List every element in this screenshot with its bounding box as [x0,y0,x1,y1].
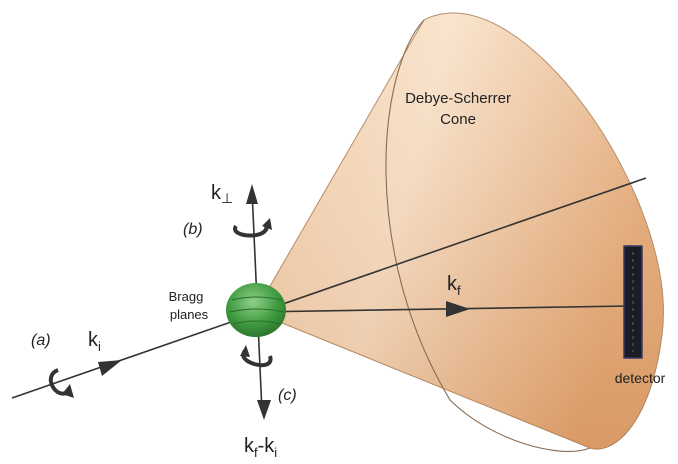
rotation-c-icon [240,345,273,368]
bragg-label-line2: planes [170,307,209,322]
detector-icon [623,245,643,359]
kdiff-mid: -k [258,435,276,457]
ki-arrowhead [98,360,122,376]
bragg-planes-sphere [226,283,286,337]
debye-scherrer-cone [254,12,664,452]
bragg-label-line1: Bragg [169,289,204,304]
cone-rim-arc [385,19,591,452]
kf-base: k [447,273,458,295]
k-perp-label: k⊥ [211,182,233,206]
kf-arrowhead [446,301,470,317]
kf-sub: f [457,283,461,298]
kdiff-sub1: f [254,445,258,460]
cone-label-line1: Debye-Scherrer [405,90,511,107]
detector-label: detector [615,370,666,386]
label-c: (c) [278,387,297,404]
k-perp-arrowhead [246,184,258,204]
kf-line [254,305,629,313]
kdiff-label: kf-ki [244,435,277,460]
kf-label: kf [447,273,461,298]
k-perp-base: k [211,182,222,204]
ki-sub: i [98,339,101,354]
k-perp-sub: ⊥ [221,190,233,206]
kdiff-arrowhead [257,400,271,420]
ki-label: ki [88,329,101,354]
kdiff-base1: k [244,435,255,457]
label-b: (b) [183,221,203,238]
cone-label-line2: Cone [440,111,476,128]
rotation-b-icon [233,218,272,238]
rotation-a-icon [48,368,74,398]
kdiff-sub2: i [274,445,277,460]
label-a: (a) [31,332,51,349]
ki-base: k [88,329,99,351]
